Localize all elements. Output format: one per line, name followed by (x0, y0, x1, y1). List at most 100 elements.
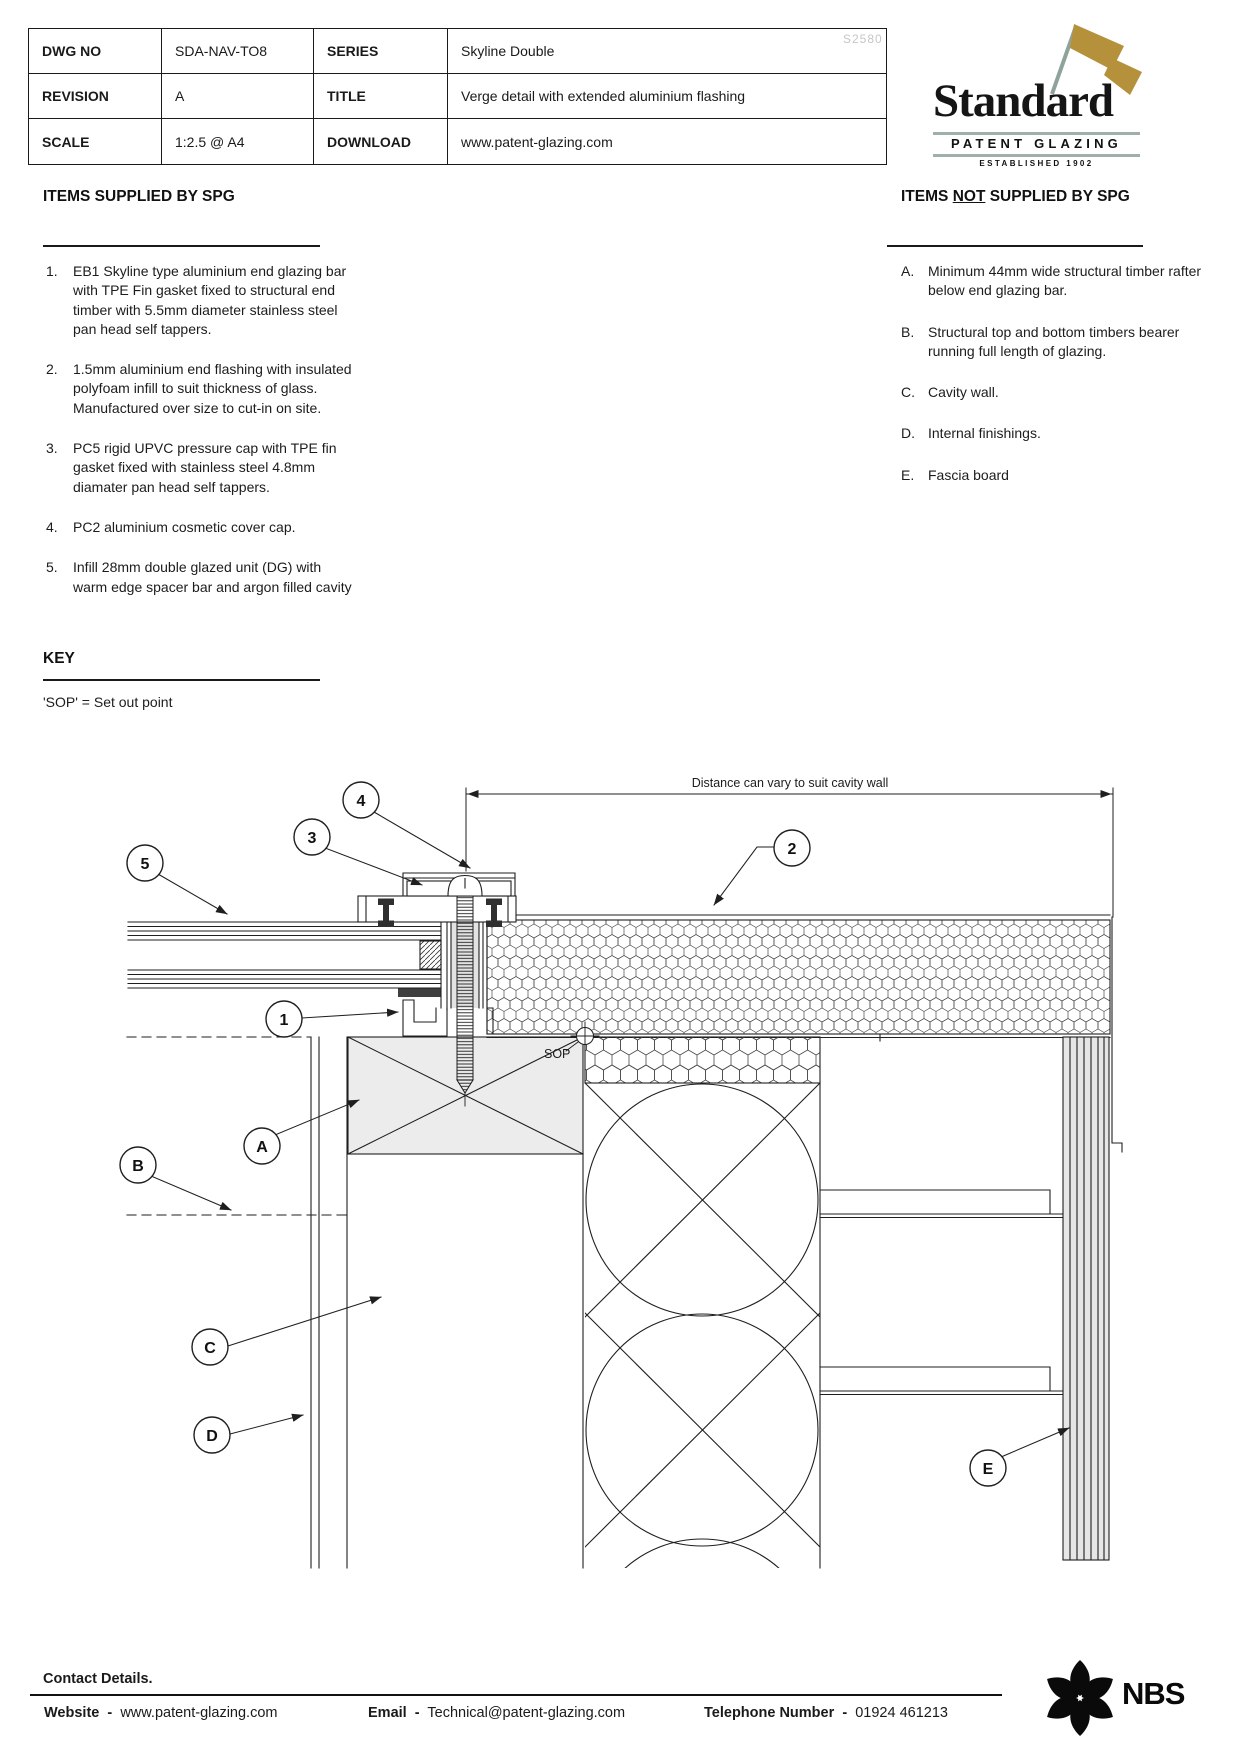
title-label: TITLE (314, 74, 448, 119)
callout-D-label: D (206, 1428, 218, 1445)
nbs-flower-icon (1047, 1660, 1113, 1736)
callout-3 (293, 818, 331, 856)
heading-not: NOT (952, 188, 986, 205)
phone-value: 01924 461213 (855, 1705, 948, 1721)
callout-B-label: B (132, 1158, 144, 1175)
not-supplied-list: A. Minimum 44mm wide structural timber r… (901, 262, 1221, 507)
callout-2-label: 2 (788, 841, 797, 858)
callout-A-label: A (256, 1139, 268, 1156)
bottom-gasket (398, 988, 441, 997)
item-text: Minimum 44mm wide structural timber raft… (928, 263, 1202, 299)
callout-C (191, 1328, 229, 1366)
cavity-closer-infill (584, 1036, 821, 1084)
hidden-timber-lines (126, 1036, 348, 1216)
item-text: Internal finishings. (928, 425, 1041, 442)
list-item: 3. PC5 rigid UPVC pressure cap with TPE … (46, 439, 356, 497)
item-number: 5. (46, 559, 58, 576)
tpe-gasket-left (378, 898, 394, 927)
item-number: 4. (46, 518, 58, 535)
list-item: B. Structural top and bottom timbers bea… (901, 323, 1221, 362)
flag-icon (1050, 24, 1142, 95)
dwg-no-value: SDA-NAV-TO8 (162, 29, 314, 74)
phone-label: Telephone Number (704, 1705, 835, 1721)
sop-marker (565, 1021, 600, 1052)
item-letter: E. (901, 466, 915, 483)
key-rule (43, 679, 320, 681)
contact-rule (30, 1694, 1002, 1696)
supplied-heading: ITEMS SUPPLIED BY SPG (43, 188, 235, 205)
callout-5 (126, 844, 164, 882)
logo-rule-top (933, 132, 1140, 135)
list-item: 2. 1.5mm aluminium end flashing with ins… (46, 360, 356, 418)
block-joints (819, 1189, 1063, 1396)
download-label: DOWNLOAD (314, 119, 448, 164)
email-value: Technical@patent-glazing.com (427, 1705, 626, 1721)
heading-pre: ITEMS (901, 188, 949, 205)
flashing-and-caps (357, 872, 517, 927)
list-item: 5. Infill 28mm double glazed unit (DG) w… (46, 558, 356, 597)
item-text: Cavity wall. (928, 384, 999, 401)
internal-finish-lines (310, 1036, 348, 1569)
phone-entry: Telephone Number - 01924 461213 (704, 1705, 948, 1721)
item-text: PC2 aluminium cosmetic cover cap. (73, 518, 296, 535)
sop-label: SOP (544, 1047, 570, 1061)
dimension (465, 787, 1114, 918)
callout-B (119, 1146, 157, 1184)
item-number: 1. (46, 263, 58, 279)
item-text: EB1 Skyline type aluminium end glazing b… (73, 263, 347, 337)
series-value: Skyline Double (448, 29, 886, 74)
series-label: SERIES (314, 29, 448, 74)
title-value: Verge detail with extended aluminium fla… (448, 74, 886, 119)
website-value: www.patent-glazing.com (120, 1705, 278, 1721)
item-text: Infill 28mm double glazed unit (DG) with… (73, 559, 352, 595)
item-number: 3. (46, 440, 58, 457)
leader-lines (150, 811, 1070, 1458)
callout-4 (342, 781, 380, 819)
callout-4-label: 4 (357, 793, 366, 810)
logo-subtitle: PATENT GLAZING (951, 136, 1122, 151)
scale-label: SCALE (29, 119, 162, 164)
item-text: 1.5mm aluminium end flashing with insula… (73, 361, 352, 416)
callout-5-label: 5 (141, 856, 150, 873)
list-item: 4. PC2 aluminium cosmetic cover cap. (46, 518, 356, 537)
email-label: Email (368, 1705, 407, 1721)
wall-outer-line (1111, 916, 1123, 1153)
nbs-wordmark: NBS (1122, 1676, 1185, 1711)
self-tapper-screw (456, 895, 474, 1107)
list-item: D. Internal finishings. (901, 424, 1221, 443)
supplied-rule (43, 245, 320, 247)
item-text: PC5 rigid UPVC pressure cap with TPE fin… (73, 440, 337, 495)
not-supplied-heading: ITEMS NOT SUPPLIED BY SPG (901, 188, 1130, 206)
email-entry: Email - Technical@patent-glazing.com (368, 1705, 625, 1721)
dimension-label: Distance can vary to suit cavity wall (692, 776, 889, 790)
download-url: www.patent-glazing.com (461, 133, 613, 150)
separator: - (842, 1705, 848, 1721)
logo-wordmark: Standard (933, 75, 1114, 127)
callout-D (193, 1416, 231, 1454)
callout-1-label: 1 (280, 1012, 289, 1029)
fascia-board (1062, 1036, 1110, 1561)
callout-bubbles (119, 781, 1007, 1487)
item-number: 2. (46, 361, 58, 378)
callout-3-label: 3 (308, 830, 317, 847)
revision-value: A (162, 74, 314, 119)
logo-rule-bottom (933, 154, 1140, 157)
callout-E-label: E (983, 1461, 994, 1478)
item-letter: A. (901, 263, 915, 279)
heading-post: SUPPLIED BY SPG (989, 188, 1130, 205)
supplied-list: 1. EB1 Skyline type aluminium end glazin… (46, 262, 356, 618)
sheet-watermark: S2580 (843, 32, 883, 46)
website-entry: Website - www.patent-glazing.com (44, 1705, 277, 1721)
flashing-polyfoam-infill (486, 914, 1111, 1042)
dwg-no-label: DWG NO (29, 29, 162, 74)
callout-2 (773, 829, 811, 867)
revision-label: REVISION (29, 74, 162, 119)
spacer-bar (419, 940, 442, 970)
cavity-insulation (585, 1083, 820, 1568)
not-supplied-rule (887, 245, 1143, 247)
separator: - (107, 1705, 113, 1721)
item-letter: D. (901, 425, 915, 442)
title-block: DWG NO SDA-NAV-TO8 SERIES Skyline Double… (28, 28, 887, 165)
callout-C-label: C (204, 1340, 216, 1357)
